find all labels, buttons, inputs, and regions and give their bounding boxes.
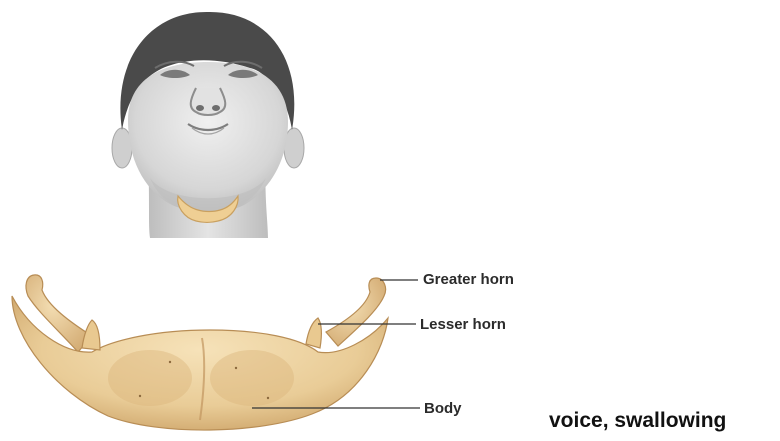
caption-text: voice, swallowing bbox=[549, 410, 726, 431]
hyoid-bone bbox=[12, 275, 388, 430]
greater-horn-label: Greater horn bbox=[423, 272, 514, 287]
right-lesser-horn bbox=[306, 318, 321, 348]
body-label: Body bbox=[424, 401, 462, 416]
lesser-horn-label: Lesser horn bbox=[420, 317, 506, 332]
bone-pore bbox=[139, 395, 141, 397]
left-lobe-shade bbox=[108, 350, 192, 406]
left-nostril bbox=[196, 105, 204, 111]
left-lesser-horn bbox=[82, 320, 100, 350]
bone-body bbox=[12, 296, 388, 430]
bone-pore bbox=[267, 397, 269, 399]
head-illustration bbox=[112, 12, 304, 238]
right-nostril bbox=[212, 105, 220, 111]
right-lobe-shade bbox=[210, 350, 294, 406]
bone-pore bbox=[169, 361, 171, 363]
bone-pore bbox=[235, 367, 237, 369]
nose bbox=[191, 88, 226, 115]
